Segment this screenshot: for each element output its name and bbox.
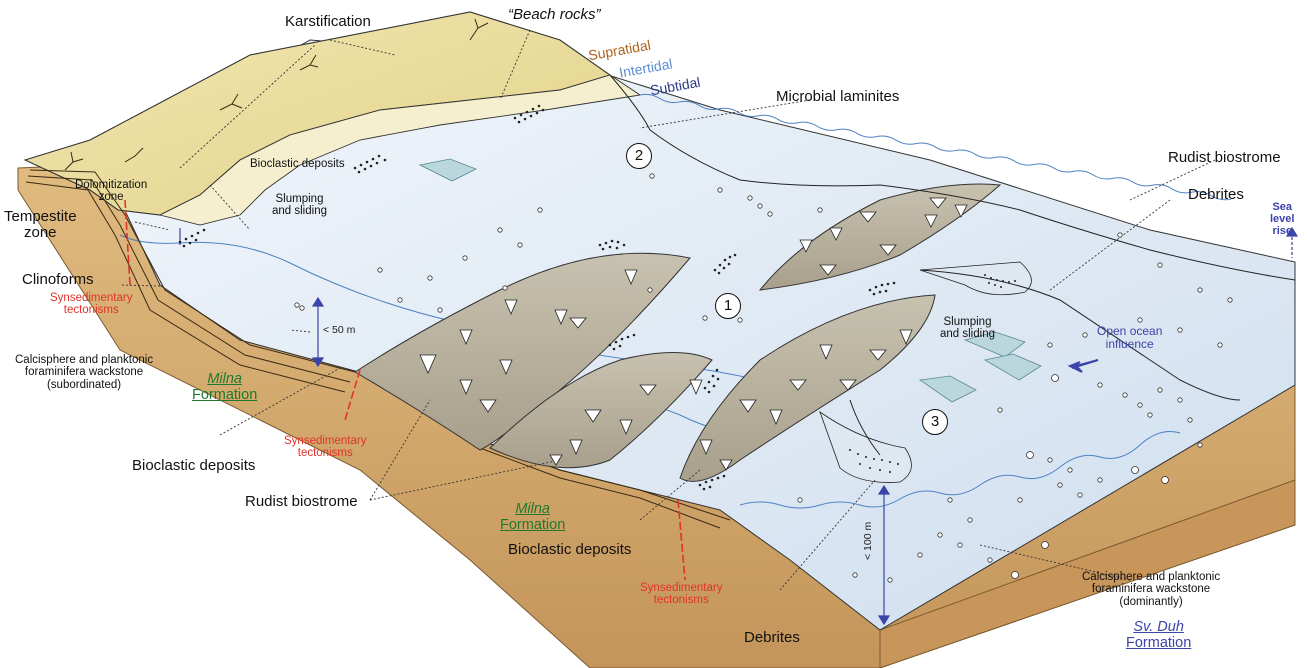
milna-center-name: Milna	[500, 502, 565, 518]
zone-marker-1: 1	[715, 293, 741, 319]
slumping-lower-line1: Slumping	[940, 316, 995, 328]
sv-duh-formation: Formation	[1126, 636, 1191, 652]
label-sv-duh-formation: Sv. Duh Formation	[1126, 620, 1191, 651]
label-calcisphere-dominantly: Calcisphere and planktonic foraminifera …	[1082, 571, 1220, 608]
milna-left-formation: Formation	[192, 388, 257, 404]
sea-level-rise-line3: rise	[1270, 226, 1294, 238]
label-dolomitization-zone: Dolomitization zone	[75, 179, 147, 204]
label-milna-formation-center: Milna Formation	[500, 502, 565, 533]
label-synsedimentary-3: Synsedimentary tectonisms	[640, 582, 722, 607]
sea-level-rise-line2: level	[1270, 214, 1294, 226]
calc-dom-line1: Calcisphere and planktonic	[1082, 571, 1220, 583]
label-depth-100: < 100 m	[862, 522, 874, 560]
calc-sub-line3: (subordinated)	[15, 379, 153, 391]
label-rudist-biostrome-lower: Rudist biostrome	[245, 494, 358, 510]
calc-sub-line1: Calcisphere and planktonic	[15, 354, 153, 366]
label-synsedimentary-2: Synsedimentary tectonisms	[284, 435, 366, 460]
label-tempestite-zone: Tempestite zone	[4, 209, 77, 241]
tempestite-line2: zone	[4, 225, 77, 241]
slumping-upper-line1: Slumping	[272, 193, 327, 205]
label-rudist-biostrome-upper: Rudist biostrome	[1168, 150, 1281, 166]
open-ocean-line2: influence	[1097, 338, 1162, 351]
label-sea-level-rise: Sea level rise	[1270, 202, 1294, 238]
syn3-line1: Synsedimentary	[640, 582, 722, 594]
label-beach-rocks: “Beach rocks”	[508, 7, 601, 23]
label-milna-formation-left: Milna Formation	[192, 372, 257, 403]
calc-sub-line2: foraminifera wackstone	[15, 366, 153, 378]
label-bioclastic-deposits-center: Bioclastic deposits	[508, 542, 631, 558]
calc-dom-line3: (dominantly)	[1082, 596, 1220, 608]
slumping-lower-line2: and sliding	[940, 328, 995, 340]
syn1-line2: tectonisms	[50, 304, 132, 316]
milna-left-name: Milna	[192, 372, 257, 388]
label-microbial-laminites: Microbial laminites	[776, 89, 899, 105]
dolomitization-line2: zone	[75, 191, 147, 203]
label-bioclastic-deposits-top: Bioclastic deposits	[250, 158, 345, 170]
syn2-line1: Synsedimentary	[284, 435, 366, 447]
label-open-ocean-influence: Open ocean influence	[1097, 325, 1162, 351]
tempestite-line1: Tempestite	[4, 209, 77, 225]
milna-center-formation: Formation	[500, 518, 565, 534]
sv-duh-name: Sv. Duh	[1126, 620, 1191, 636]
label-slumping-sliding-upper: Slumping and sliding	[272, 193, 327, 218]
label-synsedimentary-1: Synsedimentary tectonisms	[50, 292, 132, 317]
syn3-line2: tectonisms	[640, 594, 722, 606]
label-clinoforms: Clinoforms	[22, 272, 94, 288]
zone-marker-2: 2	[626, 143, 652, 169]
dolomitization-line1: Dolomitization	[75, 179, 147, 191]
syn2-line2: tectonisms	[284, 447, 366, 459]
label-slumping-sliding-lower: Slumping and sliding	[940, 316, 995, 341]
label-calcisphere-subordinated: Calcisphere and planktonic foraminifera …	[15, 354, 153, 391]
slumping-upper-line2: and sliding	[272, 205, 327, 217]
label-karstification: Karstification	[285, 14, 371, 30]
calc-dom-line2: foraminifera wackstone	[1082, 583, 1220, 595]
open-ocean-line1: Open ocean	[1097, 325, 1162, 338]
label-depth-50: < 50 m	[323, 324, 355, 336]
syn1-line1: Synsedimentary	[50, 292, 132, 304]
label-debrites-upper: Debrites	[1188, 187, 1244, 203]
label-debrites-lower: Debrites	[744, 630, 800, 646]
label-bioclastic-deposits-left: Bioclastic deposits	[132, 458, 255, 474]
zone-marker-3: 3	[922, 409, 948, 435]
